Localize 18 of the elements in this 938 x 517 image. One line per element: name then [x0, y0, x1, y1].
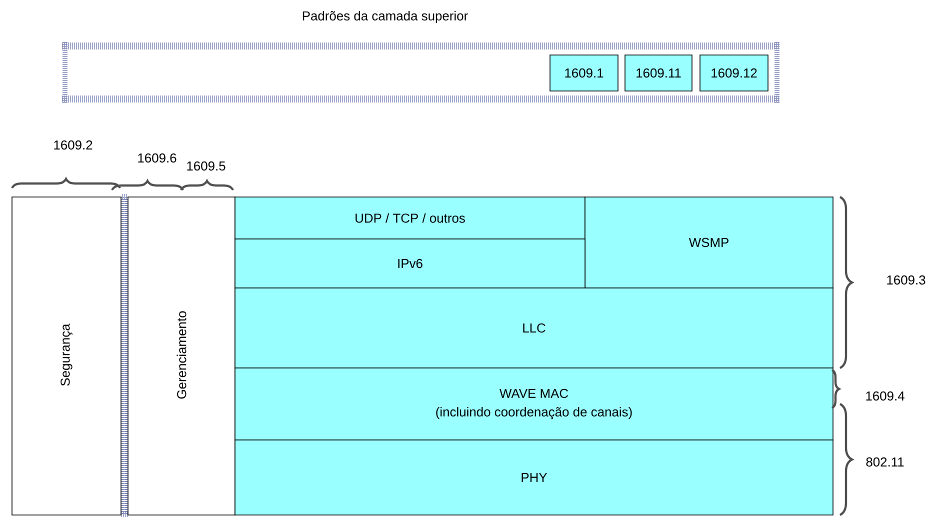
band-heading: Padrões da camada superior — [302, 10, 468, 24]
layer-box: Segurança — [12, 196, 122, 516]
brace-label: 1609.4 — [866, 391, 904, 401]
standard-box: 1609.12 — [700, 54, 768, 92]
hatched-band — [62, 42, 780, 103]
layer-box: WAVE MAC (incluindo coordenação de canais) — [234, 368, 834, 440]
layer-box: WSMP — [584, 196, 834, 288]
brace-label: 1609.5 — [187, 161, 226, 171]
layer-box: IPv6 — [234, 238, 586, 288]
brace-label: 1609.6 — [138, 153, 176, 163]
brace-label: 1609.2 — [54, 140, 92, 150]
layer-box: PHY — [234, 440, 834, 516]
layer-box: UDP / TCP / outros — [234, 196, 586, 240]
brace-label: 1609.3 — [887, 275, 926, 285]
brace-label: 802.11 — [866, 457, 904, 467]
layer-box: Gerenciamento — [128, 196, 236, 516]
standard-box: 1609.1 — [550, 54, 618, 92]
standard-box: 1609.11 — [624, 54, 692, 92]
